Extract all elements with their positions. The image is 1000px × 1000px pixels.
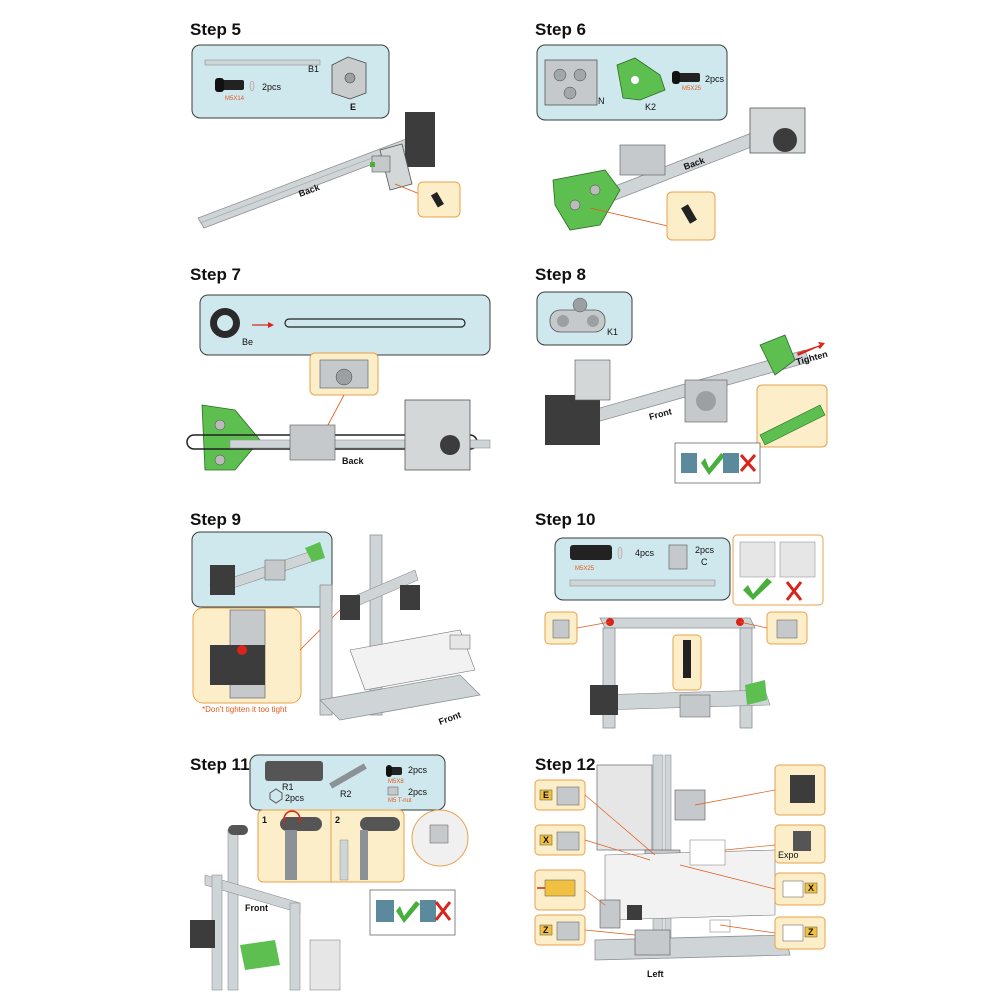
part-k2-icon [616,57,666,101]
plug-z-label: Z [543,925,549,935]
step-6: Step 6 N K2 M5X25 2pcs Back [535,20,935,250]
frame-front-label: Front [437,710,462,727]
screw-size-label: M5X25 [575,566,595,572]
rail-b1-icon [204,59,321,66]
part-k1-label: K1 [607,327,618,337]
step-7: Step 7 Be Back [186,265,590,495]
qty-screw-label: 4pcs [635,548,655,558]
frame-front-label: Front [245,903,268,913]
check-icon [396,901,420,923]
plug-e-label: E [543,790,549,800]
bracket-k1-icon [759,334,796,376]
side-left-label: Left [647,969,664,979]
qty-screw-label: 2pcs [408,765,428,775]
screw-size-label: M5X14 [225,96,245,102]
screw-icon [678,73,700,82]
part-k2-label: K2 [645,102,656,112]
step-title: Step 11 [190,755,250,774]
motor-icon [405,112,435,167]
screw-icon [570,545,612,560]
bracket-k2-icon [552,169,621,231]
step-title: Step 10 [535,510,596,529]
qty-tnut-label: 2pcs [408,787,428,797]
substep-1-label: 1 [262,815,267,825]
part-n-label: N [598,96,605,106]
rail-icon [229,439,491,449]
step-title: Step 5 [190,20,242,39]
nut-icon [269,788,283,804]
step-9: Step 9 *Don't tighten it too tight Front [190,510,590,740]
carriage-icon [379,143,413,191]
screw-icon [390,767,402,775]
carriage-n-icon [619,144,666,176]
belt-loop-icon [284,318,466,328]
part-r1-label: R1 [282,782,294,792]
rail-back-label: Back [342,456,365,466]
step-title: Step 7 [190,265,242,284]
part-c-label: C [701,557,708,567]
step-7-illustration: Be Back [186,294,491,471]
rail-front-label: Front [648,406,673,422]
top-beam [599,617,756,629]
step-12: Step 12 E X Z Left Exp [534,754,935,985]
screw-size-label: M5X8 [388,779,404,785]
part-r1-icon [265,761,323,781]
step-5: Step 5 B1 M5X14 2pcs E Back [190,20,590,250]
check-icon [743,578,772,600]
step-12-illustration: E X Z Left Expo X [534,754,826,979]
spool-box [596,764,653,851]
check-icon [701,453,725,475]
qty-c-label: 2pcs [695,545,715,555]
leader-lines [584,789,776,936]
frame-upright-left [319,584,333,716]
bed-icon [349,629,476,691]
step-title: Step 6 [535,20,587,39]
step-5-illustration: B1 M5X14 2pcs E Back [191,44,461,229]
step-title: Step 9 [190,510,242,529]
frame-upright [227,829,239,991]
motor-icon [545,395,600,445]
step-6-illustration: N K2 M5X25 2pcs Back [536,44,806,241]
z-plug-label: Z [808,927,814,937]
caution-note: *Don't tighten it too tight [202,705,287,714]
motor-icon [404,399,471,471]
step-10-illustration: M5X25 4pcs 2pcs C [544,534,824,729]
part-c-icon [668,544,688,570]
step-11-illustration: R1 R2 2pcs M5X8 2pcs M5 T-nut 2pcs 1 2 F… [190,754,469,991]
carriage-icon [289,424,336,461]
part-r2-icon [329,763,367,789]
base-frame [594,934,791,961]
plug-x-label: X [543,835,549,845]
step-title: Step 12 [535,755,596,774]
part-r2-label: R2 [340,789,352,799]
screw-size-label: M5X25 [682,86,702,92]
step-11: Step 11 R1 R2 2pcs M5X8 2pcs M5 T-nut 2p… [190,754,590,991]
cross-icon [785,581,803,601]
cross-icon [739,454,757,472]
step-9-illustration: *Don't tighten it too tight Front [191,531,481,727]
qty-label: 2pcs [705,74,725,84]
rail-code-label: B1 [308,64,319,74]
x-plug-label: X [808,883,814,893]
step-8-illustration: K1 Front Tighten [536,291,829,484]
cross-icon [434,901,452,921]
base-frame [319,674,481,721]
bracket-icon [201,404,261,471]
substep-2-label: 2 [335,815,340,825]
step-8: Step 8 K1 Front Tighten [535,265,935,495]
qty-label: 2pcs [262,82,282,92]
expo-label: Expo [778,850,799,860]
belt-label: Be [242,337,253,347]
step-10: Step 10 M5X25 4pcs 2pcs C [535,510,935,740]
screw-icon [222,80,244,90]
step-title: Step 8 [535,265,587,284]
qty-nut-label: 2pcs [285,793,305,803]
tnut-icon [387,786,399,796]
part-e-label: E [350,102,356,112]
tnut-label: M5 T-nut [388,798,412,804]
